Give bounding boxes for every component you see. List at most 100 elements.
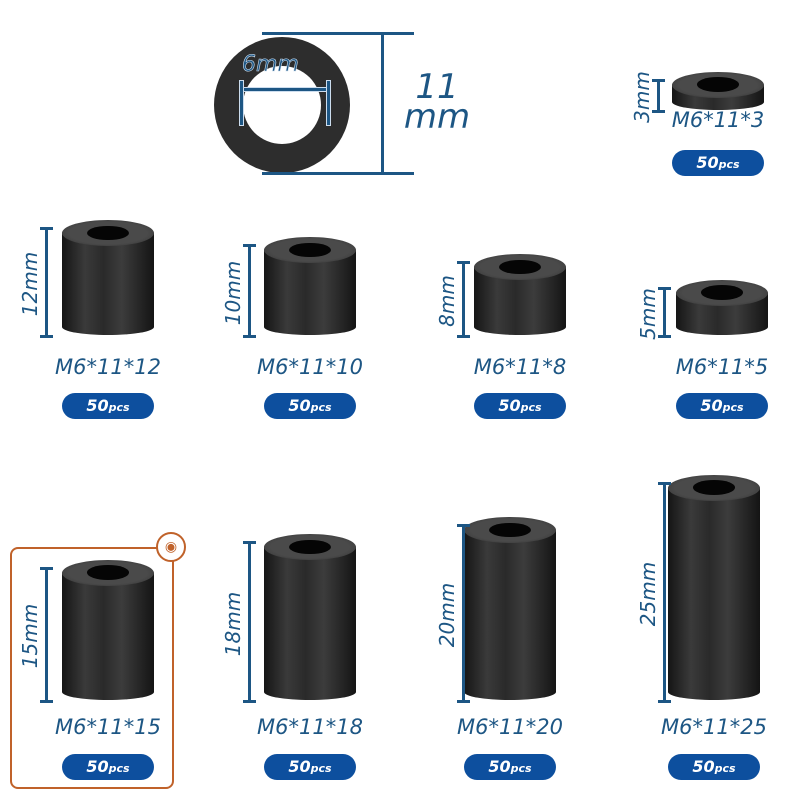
spacer-image — [62, 559, 154, 700]
quantity-badge: 50pcs — [672, 150, 764, 176]
spacer-hole — [86, 225, 130, 241]
spacer-hole — [86, 565, 130, 580]
height-dimension-line — [248, 541, 251, 702]
height-label: 18mm — [221, 591, 245, 656]
spacer-top — [672, 71, 764, 98]
quantity-badge: 50pcs — [62, 754, 154, 780]
item-name: M6*11*5 — [675, 355, 769, 379]
spacer-top — [474, 254, 566, 280]
quantity-badge: 50pcs — [62, 393, 154, 419]
selected-item-frame — [10, 547, 174, 789]
height-dimension-tick — [658, 700, 671, 703]
height-dimension-tick — [243, 244, 256, 247]
height-dimension-tick — [243, 335, 256, 338]
quantity-badge: 50pcs — [464, 754, 556, 780]
height-label: 15mm — [18, 604, 42, 669]
spacer-hole — [288, 539, 332, 555]
quantity-unit: pcs — [714, 762, 736, 775]
inner-dimension-tick-left — [239, 80, 244, 126]
height-label: 12mm — [18, 251, 42, 317]
item-name: M6*11*10 — [257, 355, 363, 379]
height-dimension-tick — [457, 335, 470, 338]
height-dimension-tick — [652, 78, 665, 82]
quantity-badge: 50pcs — [676, 393, 768, 419]
height-dimension-line — [462, 261, 465, 337]
quantity-unit: pcs — [520, 401, 542, 414]
quantity-unit: pcs — [310, 762, 332, 775]
quantity-unit: pcs — [718, 158, 740, 171]
quantity-value: 50 — [488, 757, 511, 776]
item-name: M6*11*25 — [661, 715, 767, 739]
height-dimension-tick — [243, 541, 256, 544]
quantity-unit: pcs — [108, 401, 130, 414]
height-dimension-tick — [243, 700, 256, 703]
spacer-hole — [692, 480, 736, 495]
quantity-badge: 50pcs — [264, 754, 356, 780]
outer-diameter-value: 11 — [415, 67, 459, 107]
dimension-line-vertical — [381, 32, 384, 175]
inner-diameter-label: 6mm — [242, 52, 299, 78]
inner-dimension-tick-right — [326, 80, 331, 126]
item-name: M6*11*20 — [457, 715, 563, 739]
height-label: 25mm — [636, 561, 660, 626]
spacer-hole — [700, 285, 744, 300]
height-dimension-line — [663, 481, 666, 702]
spacer-body — [62, 233, 154, 335]
height-dimension-tick — [40, 227, 53, 230]
height-dimension-tick — [457, 261, 470, 264]
quantity-unit: pcs — [722, 401, 744, 414]
spacer-hole — [288, 242, 332, 258]
spacer-image — [676, 279, 768, 335]
quantity-value: 50 — [86, 757, 109, 776]
height-dimension-tick — [40, 335, 53, 338]
spacer-top — [62, 220, 154, 246]
quantity-value: 50 — [696, 153, 719, 172]
height-dimension-tick — [40, 700, 53, 703]
dimension-line-bottom — [262, 172, 414, 175]
quantity-badge: 50pcs — [264, 393, 356, 419]
height-label: 20mm — [435, 582, 459, 648]
spacer-body — [464, 530, 556, 700]
height-dimension-line — [248, 244, 251, 337]
spacer-body — [264, 250, 356, 335]
quantity-unit: pcs — [510, 762, 532, 775]
quantity-value: 50 — [288, 396, 311, 415]
quantity-badge: 50pcs — [668, 754, 760, 780]
outer-diameter-label: 11 mm — [402, 67, 472, 137]
quantity-value: 50 — [288, 757, 311, 776]
height-dimension-tick — [40, 566, 53, 570]
spacer-image — [474, 254, 566, 335]
height-dimension-tick — [457, 700, 470, 703]
spacer-image — [264, 534, 356, 700]
spacer-top — [264, 534, 356, 560]
quantity-value: 50 — [700, 396, 723, 415]
height-dimension-tick — [652, 110, 665, 113]
spacer-image — [464, 517, 556, 700]
spacer-image — [668, 474, 760, 700]
height-dimension-line — [45, 566, 48, 702]
height-dimension-line — [45, 227, 48, 337]
height-dimension-tick — [658, 286, 671, 290]
height-label: 5mm — [636, 287, 660, 340]
quantity-value: 50 — [692, 757, 715, 776]
spacer-body — [264, 547, 356, 700]
height-dimension-line — [663, 286, 666, 337]
spacer-body — [668, 487, 760, 700]
dimension-line-top — [262, 32, 414, 35]
quantity-value: 50 — [498, 396, 521, 415]
height-dimension-line — [462, 524, 465, 702]
inner-dimension-line — [241, 87, 331, 92]
spacer-top — [264, 237, 356, 263]
spacer-image — [264, 237, 356, 335]
spacer-image — [62, 220, 154, 335]
spacer-body — [62, 572, 154, 700]
outer-diameter-unit: mm — [403, 97, 471, 137]
item-name: M6*11*18 — [257, 715, 363, 739]
spacer-top — [676, 279, 768, 306]
location-pin-icon[interactable]: ◉ — [156, 532, 186, 562]
spacer-hole — [488, 522, 532, 538]
height-dimension-tick — [658, 335, 671, 338]
height-dimension-tick — [457, 524, 470, 527]
item-name: M6*11*12 — [55, 355, 161, 379]
